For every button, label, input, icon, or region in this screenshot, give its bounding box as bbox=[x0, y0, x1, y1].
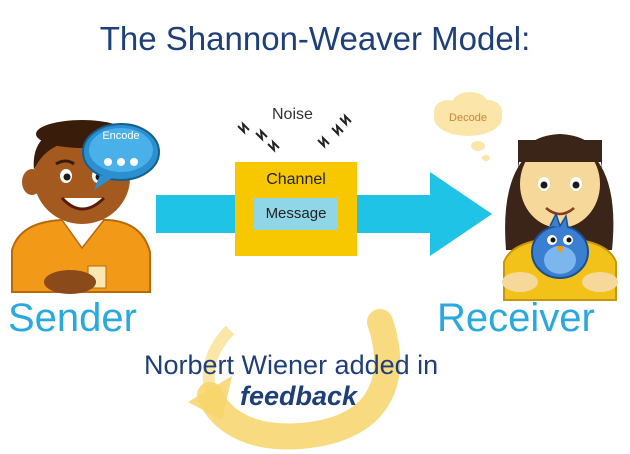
encode-label: Encode bbox=[102, 130, 140, 142]
receiver-character bbox=[502, 134, 618, 301]
feedback-note: Norbert Wiener added in bbox=[144, 350, 439, 380]
flow-arrow bbox=[156, 172, 492, 256]
channel-box: Channel Message bbox=[235, 162, 357, 256]
noise-label: Noise bbox=[272, 106, 313, 123]
encode-bubble bbox=[82, 123, 160, 190]
feedback-term: feedback bbox=[240, 381, 358, 411]
decode-label: Decode bbox=[449, 112, 487, 124]
decode-bubble bbox=[434, 92, 502, 161]
diagram-title: The Shannon-Weaver Model: bbox=[99, 20, 531, 57]
noise-zigzag-icon bbox=[237, 113, 352, 153]
feedback-arrow bbox=[188, 309, 401, 450]
sender-label: Sender bbox=[8, 296, 137, 340]
receiver-label: Receiver bbox=[437, 296, 595, 340]
channel-label: Channel bbox=[266, 171, 326, 188]
message-box: Message bbox=[254, 198, 338, 230]
